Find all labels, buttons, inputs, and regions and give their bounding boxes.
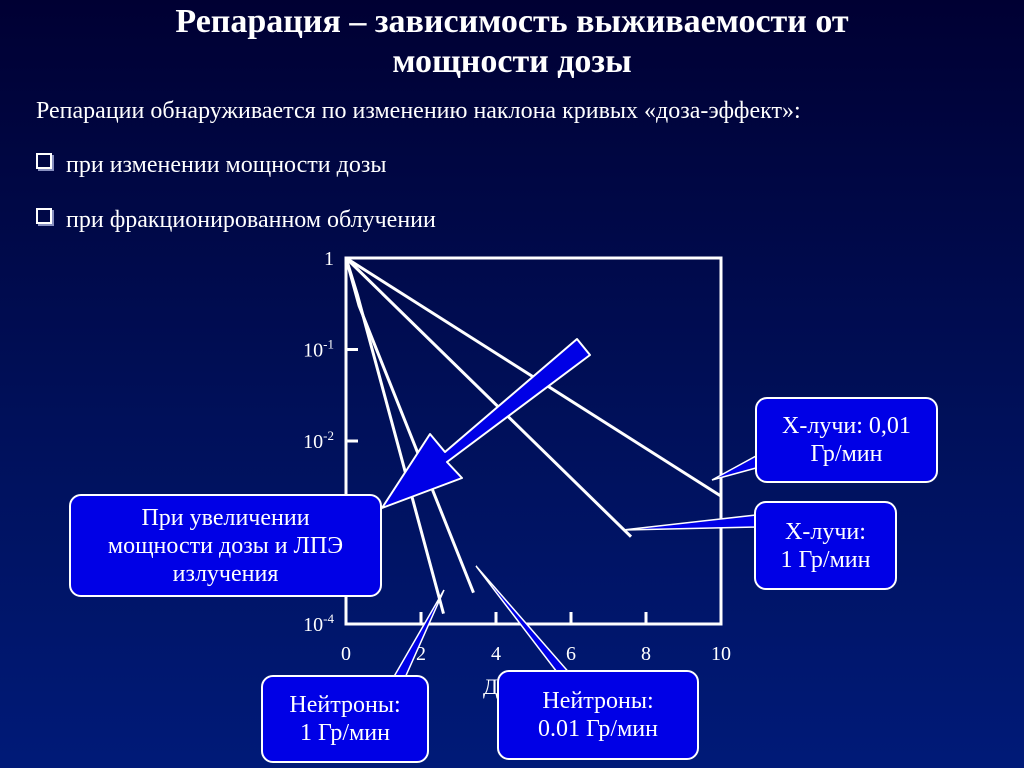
x-axis-ticks: 0 2 4 6 8 10: [341, 612, 731, 665]
y-tick-label: 10-1: [303, 337, 334, 362]
bullet-text: при изменении мощности дозы: [66, 152, 387, 178]
page-title: Репарация – зависимость выживаемости от …: [0, 2, 1024, 82]
pointer-xray-high: [622, 514, 757, 531]
y-axis-ticks: 110-110-210-4: [303, 248, 358, 636]
callout-increase-note: При увеличении мощности дозы и ЛПЭ излуч…: [69, 494, 382, 597]
callout-line: 0.01 Гр/мин: [538, 716, 658, 742]
callout-xray-high-rate: X-лучи: 1 Гр/мин: [754, 501, 897, 590]
callout-line: 1 Гр/мин: [300, 720, 390, 746]
callout-line: излучения: [172, 560, 279, 587]
x-tick-label: 0: [341, 643, 351, 665]
callout-line: мощности дозы и ЛПЭ: [107, 532, 344, 559]
x-tick-label: 4: [491, 643, 501, 665]
callout-line: X-лучи:: [785, 518, 866, 545]
page-title-line-2: мощности дозы: [392, 43, 632, 80]
callout-line: При увеличении: [141, 504, 310, 531]
callout-xray-low-rate: X-лучи: 0,01 Гр/мин: [755, 397, 938, 483]
page-title-line-1: Репарация – зависимость выживаемости от: [175, 3, 849, 40]
bullet-item-fractionation: при фракционированном облучении: [36, 205, 436, 235]
callout-neutrons-high-rate: Нейтроны: 1 Гр/мин: [261, 675, 429, 763]
checkbox-bullet-icon: [36, 208, 52, 224]
y-tick-exponent: -2: [323, 428, 334, 443]
bullet-item-dose-rate: при изменении мощности дозы: [36, 150, 386, 180]
curve-xray-high-rate: [344, 256, 633, 538]
checkbox-bullet-icon: [36, 153, 52, 169]
y-tick-label: 1: [324, 248, 334, 270]
big-arrow-icon: [381, 338, 591, 509]
curve-neutrons-high-rate: [344, 257, 445, 614]
y-tick-label: 10-2: [303, 428, 334, 453]
survival-curves: [344, 256, 722, 614]
callout-line: Нейтроны:: [542, 688, 654, 714]
x-tick-label: 8: [641, 643, 651, 665]
pointer-xray-low: [711, 454, 757, 481]
y-tick-exponent: -4: [323, 611, 334, 626]
callout-line: X-лучи: 0,01: [782, 413, 911, 439]
x-tick-label: 2: [416, 643, 426, 665]
callout-line: 1 Гр/мин: [780, 546, 871, 573]
callout-line: Нейтроны:: [289, 692, 401, 718]
bullet-text: при фракционированном облучении: [66, 207, 436, 233]
y-tick-base: 10: [303, 431, 323, 453]
pointer-lines: [390, 454, 757, 681]
y-tick-base: 1: [324, 248, 334, 270]
x-axis-label: Д: [483, 674, 498, 699]
pointer-neutrons-high: [390, 589, 445, 681]
x-tick-label: 10: [711, 643, 731, 665]
y-tick-base: 10: [303, 614, 323, 636]
intro-text: Репарации обнаруживается по изменению на…: [36, 98, 801, 124]
x-tick-label: 6: [566, 643, 576, 665]
callout-neutrons-low-rate: Нейтроны: 0.01 Гр/мин: [497, 670, 699, 760]
y-tick-exponent: -1: [323, 337, 334, 352]
y-tick-label: 10-4: [303, 611, 334, 636]
y-tick-base: 10: [303, 340, 323, 362]
callout-line: Гр/мин: [810, 441, 883, 467]
